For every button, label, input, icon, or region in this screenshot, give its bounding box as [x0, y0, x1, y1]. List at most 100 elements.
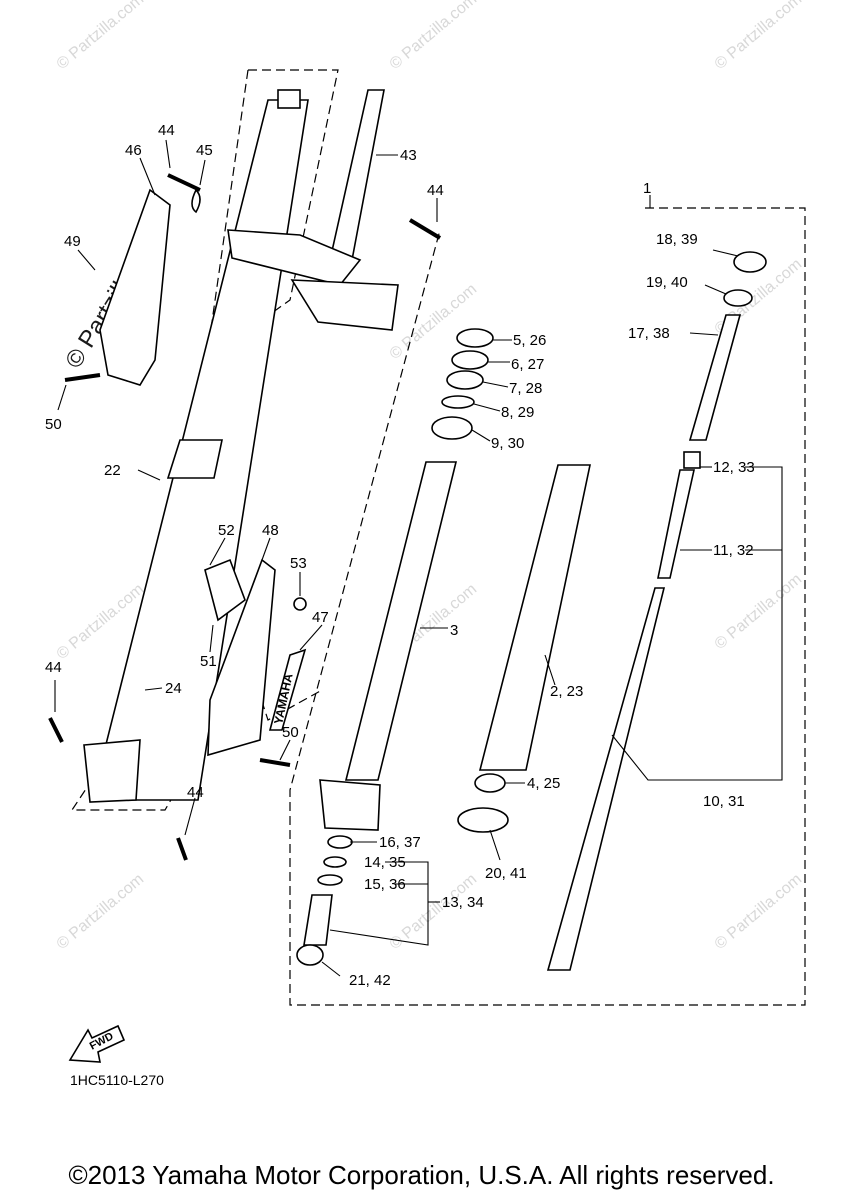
- fwd-arrow: FWD: [68, 1024, 126, 1063]
- callout-53: 53: [290, 555, 307, 572]
- callout-9-30: 9, 30: [491, 435, 524, 452]
- inner-tube-body: [344, 461, 458, 781]
- callout-7-28: 7, 28: [509, 380, 542, 397]
- callout-12-33: 12, 33: [713, 459, 755, 476]
- callout-44: 44: [158, 122, 175, 139]
- washer-19: [723, 289, 753, 307]
- callout-4-25: 4, 25: [527, 775, 560, 792]
- leader-lines: [54, 139, 783, 977]
- callout-1: 1: [643, 180, 651, 197]
- lower-clamp: [290, 279, 399, 331]
- bolt-44-b: [408, 218, 442, 240]
- bolt-50-b: [259, 758, 291, 767]
- washer-16: [327, 835, 353, 849]
- callout-20-41: 20, 41: [485, 865, 527, 882]
- seal-7: [446, 370, 484, 390]
- upper-clamp: [227, 229, 362, 286]
- callout-8-29: 8, 29: [501, 404, 534, 421]
- leader: [165, 139, 171, 169]
- callout-47: 47: [312, 609, 329, 626]
- clip-45: [191, 188, 201, 214]
- watermark: © Partzilla.com: [712, 0, 806, 73]
- callout-46: 46: [125, 142, 142, 159]
- triple-clamp-43: [227, 89, 399, 331]
- leader: [57, 384, 67, 411]
- callout-49: 49: [64, 233, 81, 250]
- watermark: © Partzilla.com: [712, 871, 806, 953]
- bolt-44-c: [48, 717, 64, 743]
- leader: [712, 249, 739, 257]
- bolt-44-a: [167, 173, 201, 192]
- inner-tube-3: [319, 461, 458, 831]
- bushing-12: [683, 451, 701, 469]
- watermark: © Partzilla.com: [54, 0, 148, 73]
- outer-tube-2: [478, 464, 591, 771]
- leader: [471, 429, 491, 442]
- leader: [473, 403, 501, 412]
- leader: [209, 624, 214, 653]
- seal-9: [431, 416, 473, 440]
- callout-19-40: 19, 40: [646, 274, 688, 291]
- callout-6-27: 6, 27: [511, 356, 544, 373]
- leader: [704, 284, 727, 295]
- callout-21-42: 21, 42: [349, 972, 391, 989]
- fork-axle-bracket: [83, 739, 141, 803]
- outline-right-assembly: [289, 207, 806, 1006]
- fork-guard-48: [207, 558, 276, 757]
- bolt-50-a: [64, 373, 101, 382]
- steering-stem: [329, 89, 385, 261]
- bracket-10-31: [611, 466, 783, 781]
- leader: [184, 797, 196, 836]
- callout-48: 48: [262, 522, 279, 539]
- cap-bolt-18: [733, 251, 767, 273]
- leader: [544, 654, 556, 686]
- callout-52: 52: [218, 522, 235, 539]
- bushing-4: [474, 773, 506, 793]
- callout-44: 44: [45, 659, 62, 676]
- seal-6: [451, 350, 489, 370]
- callout-13-34: 13, 34: [442, 894, 484, 911]
- callouts: 1 18, 39 19, 40 17, 38 12, 33 11, 32 10,…: [45, 122, 755, 989]
- outer-tube-2-body: [478, 464, 591, 771]
- watermark: © Partzilla.com: [54, 871, 148, 953]
- leader: [137, 469, 161, 481]
- callout-22: 22: [104, 462, 121, 479]
- nut-53: [293, 597, 307, 611]
- inner-tube-axle: [319, 779, 381, 831]
- clip-8: [441, 395, 475, 409]
- leader: [489, 829, 501, 861]
- leader: [77, 249, 96, 271]
- leader: [199, 159, 206, 186]
- diagram-code: 1HC5110-L270: [70, 1072, 164, 1088]
- base-valve-13: [303, 894, 333, 946]
- callout-45: 45: [196, 142, 213, 159]
- callout-15-36: 15, 36: [364, 876, 406, 893]
- outer-tube-22: [83, 89, 309, 803]
- watermark: © Partzilla.com: [712, 571, 806, 653]
- callout-18-39: 18, 39: [656, 231, 698, 248]
- guard-plate-52: [204, 558, 246, 622]
- callout-11-32: 11, 32: [713, 542, 754, 559]
- rebound-assembly-11: [657, 469, 695, 579]
- watermark: © Partzilla.com: [387, 0, 481, 73]
- seal-5: [456, 328, 494, 348]
- callout-24: 24: [165, 680, 182, 697]
- leader: [144, 687, 163, 691]
- leader: [261, 537, 271, 561]
- leader: [482, 381, 509, 388]
- callout-50: 50: [45, 416, 62, 433]
- damper-rod-10: [546, 587, 666, 971]
- leader: [139, 157, 156, 196]
- leader: [279, 739, 291, 761]
- callout-10-31: 10, 31: [703, 793, 745, 810]
- emblem-47: [268, 648, 307, 731]
- bolts: [48, 173, 442, 861]
- callout-44: 44: [427, 182, 444, 199]
- copyright-notice: ©2013 Yamaha Motor Corporation, U.S.A. A…: [68, 1160, 775, 1190]
- callout-14-35: 14, 35: [364, 854, 406, 871]
- fork-cap-top: [277, 89, 301, 109]
- leader: [209, 537, 226, 566]
- fork-collar: [166, 439, 223, 479]
- leader: [321, 961, 341, 977]
